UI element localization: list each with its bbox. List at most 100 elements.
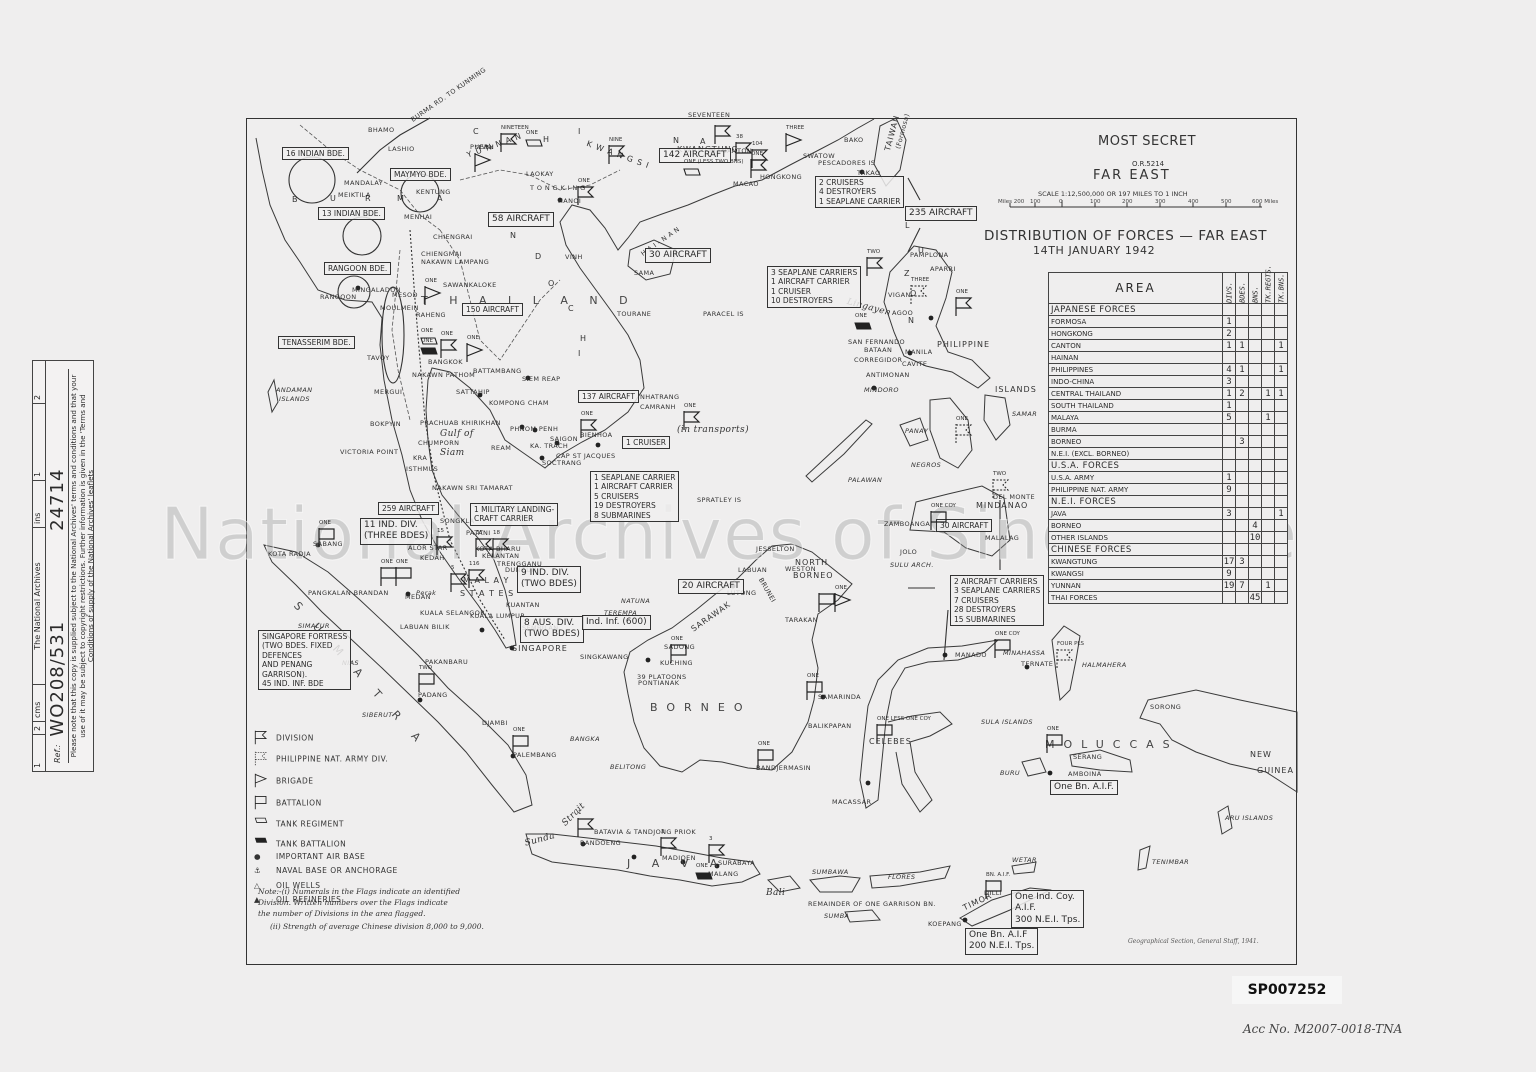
map-label-tarakan: TARAKAN xyxy=(785,616,818,624)
box-indinf: Ind. Inf. (600) xyxy=(582,615,651,631)
division-flag-icon xyxy=(492,537,510,562)
map-label-mesod: MESOD xyxy=(392,291,418,299)
row-value: 1 xyxy=(1274,363,1288,376)
map-label-tourane: TOURANE xyxy=(617,310,652,318)
battalion-flag-icon xyxy=(994,638,1012,663)
scale-tick-label: 100 xyxy=(1090,199,1101,205)
tank-regiment-icon xyxy=(420,335,438,360)
flag-label: ONE xyxy=(835,585,847,591)
map-label-burma-a: A xyxy=(437,194,444,203)
row-label: HONGKONG xyxy=(1048,327,1223,340)
map-label-luzon-l: L xyxy=(905,221,911,230)
box-line: 8 SUBMARINES xyxy=(594,510,651,520)
flag-label: ONE xyxy=(956,416,968,422)
row-value xyxy=(1274,423,1288,436)
row-value: 9 xyxy=(1222,483,1236,496)
air-base-dot-icon xyxy=(510,753,516,759)
map-label-san-fernando: SAN FERNANDO xyxy=(848,338,906,346)
area-header: AREA xyxy=(1048,272,1223,304)
map-label-zamboanga: ZAMBOANGA xyxy=(884,520,931,528)
map-label-sadong: SADONG xyxy=(664,643,696,651)
map-label-burma-m: M xyxy=(397,194,405,203)
map-label-batavia: BATAVIA & TANDJONG PRIOK xyxy=(594,828,697,836)
row-value xyxy=(1222,459,1236,472)
legend-item: ⚓NAVAL BASE OR ANCHORAGE xyxy=(254,866,398,875)
box-line: (TWO BDES) xyxy=(524,629,580,640)
map-label-china-n: N xyxy=(673,136,680,145)
box-air259: 259 AIRCRAFT xyxy=(378,502,439,516)
row-value xyxy=(1248,495,1262,508)
air-base-dot-icon xyxy=(595,442,601,448)
row-value xyxy=(1248,543,1262,556)
air-base-dot-icon xyxy=(714,863,720,869)
map-label-flores: FLORES xyxy=(888,873,916,881)
air-base-dot-icon xyxy=(859,169,865,175)
coastline-visayas xyxy=(899,394,1011,469)
map-label-songkla: SONGKLA xyxy=(440,517,475,525)
anchor-icon: ⚓ xyxy=(254,866,262,875)
coastline-halmahera xyxy=(1051,625,1081,702)
map-label-spratley: SPRATLEY IS xyxy=(697,496,742,504)
map-label-indochina-h: H xyxy=(580,334,588,343)
box-line: 2 CRUISERS xyxy=(819,178,864,187)
row-label: PHILIPPINES xyxy=(1048,363,1223,376)
row-value xyxy=(1261,519,1275,532)
box-dilli-aif: One Ind. Coy.A.I.F.300 N.E.I. Tps. xyxy=(1011,890,1085,928)
battalion-flag-icon xyxy=(1046,733,1064,758)
map-label-luzon-o: O xyxy=(910,289,918,298)
air-base-dot-icon xyxy=(865,780,871,786)
map-label-states: S T A T E S xyxy=(460,589,515,598)
row-value xyxy=(1248,471,1262,484)
legend-item: ▲OIL REFINERIES xyxy=(254,895,341,904)
map-label-halmahera: HALMAHERA xyxy=(1082,661,1127,669)
flag-label: ONE xyxy=(441,331,453,337)
map-label-gulf-of: Gulf of xyxy=(440,429,474,439)
map-label-mindoro: MINDORO xyxy=(864,386,899,394)
accession-number: Acc No. M2007-0018-TNA xyxy=(1243,1022,1403,1036)
row-value xyxy=(1222,531,1236,544)
row-value xyxy=(1248,387,1262,400)
battalion-flag-icon xyxy=(876,723,894,748)
map-label-siam: Siam xyxy=(440,448,465,458)
box-line: One Bn. A.I.F xyxy=(969,930,1028,940)
scale-tick-label: 300 xyxy=(1155,199,1166,205)
column-header: BNS. xyxy=(1248,272,1262,304)
row-value: 1 xyxy=(1222,399,1236,412)
map-label-indochina-n: N xyxy=(510,231,517,240)
map-label-malang: MALANG xyxy=(708,870,739,878)
row-value xyxy=(1222,435,1236,448)
ref-label: Ref.: xyxy=(52,744,62,763)
row-value: 2 xyxy=(1235,387,1249,400)
scale-tick-label: 400 xyxy=(1188,199,1199,205)
row-value: 1 xyxy=(1222,315,1236,328)
air-base-dot-icon xyxy=(554,440,560,446)
row-value xyxy=(1235,591,1249,604)
row-value xyxy=(1261,531,1275,544)
box-cruiser1: 1 CRUISER xyxy=(622,436,671,450)
table-section-row: CHINESE FORCES xyxy=(1048,543,1288,556)
map-label-kratrach: KA. TRACH xyxy=(530,442,569,450)
row-label: PHILIPPINE NAT. ARMY xyxy=(1048,483,1223,496)
legend-label: TANK BATTALION xyxy=(276,839,347,849)
tank-regiment-icon xyxy=(683,166,701,191)
map-label-platoons: 39 PLATOONS xyxy=(637,673,687,681)
row-label: KWANGSI xyxy=(1048,567,1223,580)
map-label-guinea: GUINEA xyxy=(1257,766,1294,775)
row-value xyxy=(1222,543,1236,556)
map-label-siem-reap: SIEM REAP xyxy=(522,375,561,383)
map-label-panay: PANAY xyxy=(905,427,929,435)
brigade-pennant-icon xyxy=(834,592,852,617)
map-label-minahassa: MINAHASSA xyxy=(1003,649,1046,657)
division-flag-icon xyxy=(577,817,595,842)
division-flag-icon xyxy=(475,537,493,562)
map-label-prachuab: PRACHUAB KHIRIKHAN xyxy=(420,419,501,427)
box-line: AND PENANG xyxy=(262,660,313,670)
row-value xyxy=(1261,435,1275,448)
row-value xyxy=(1274,327,1288,340)
